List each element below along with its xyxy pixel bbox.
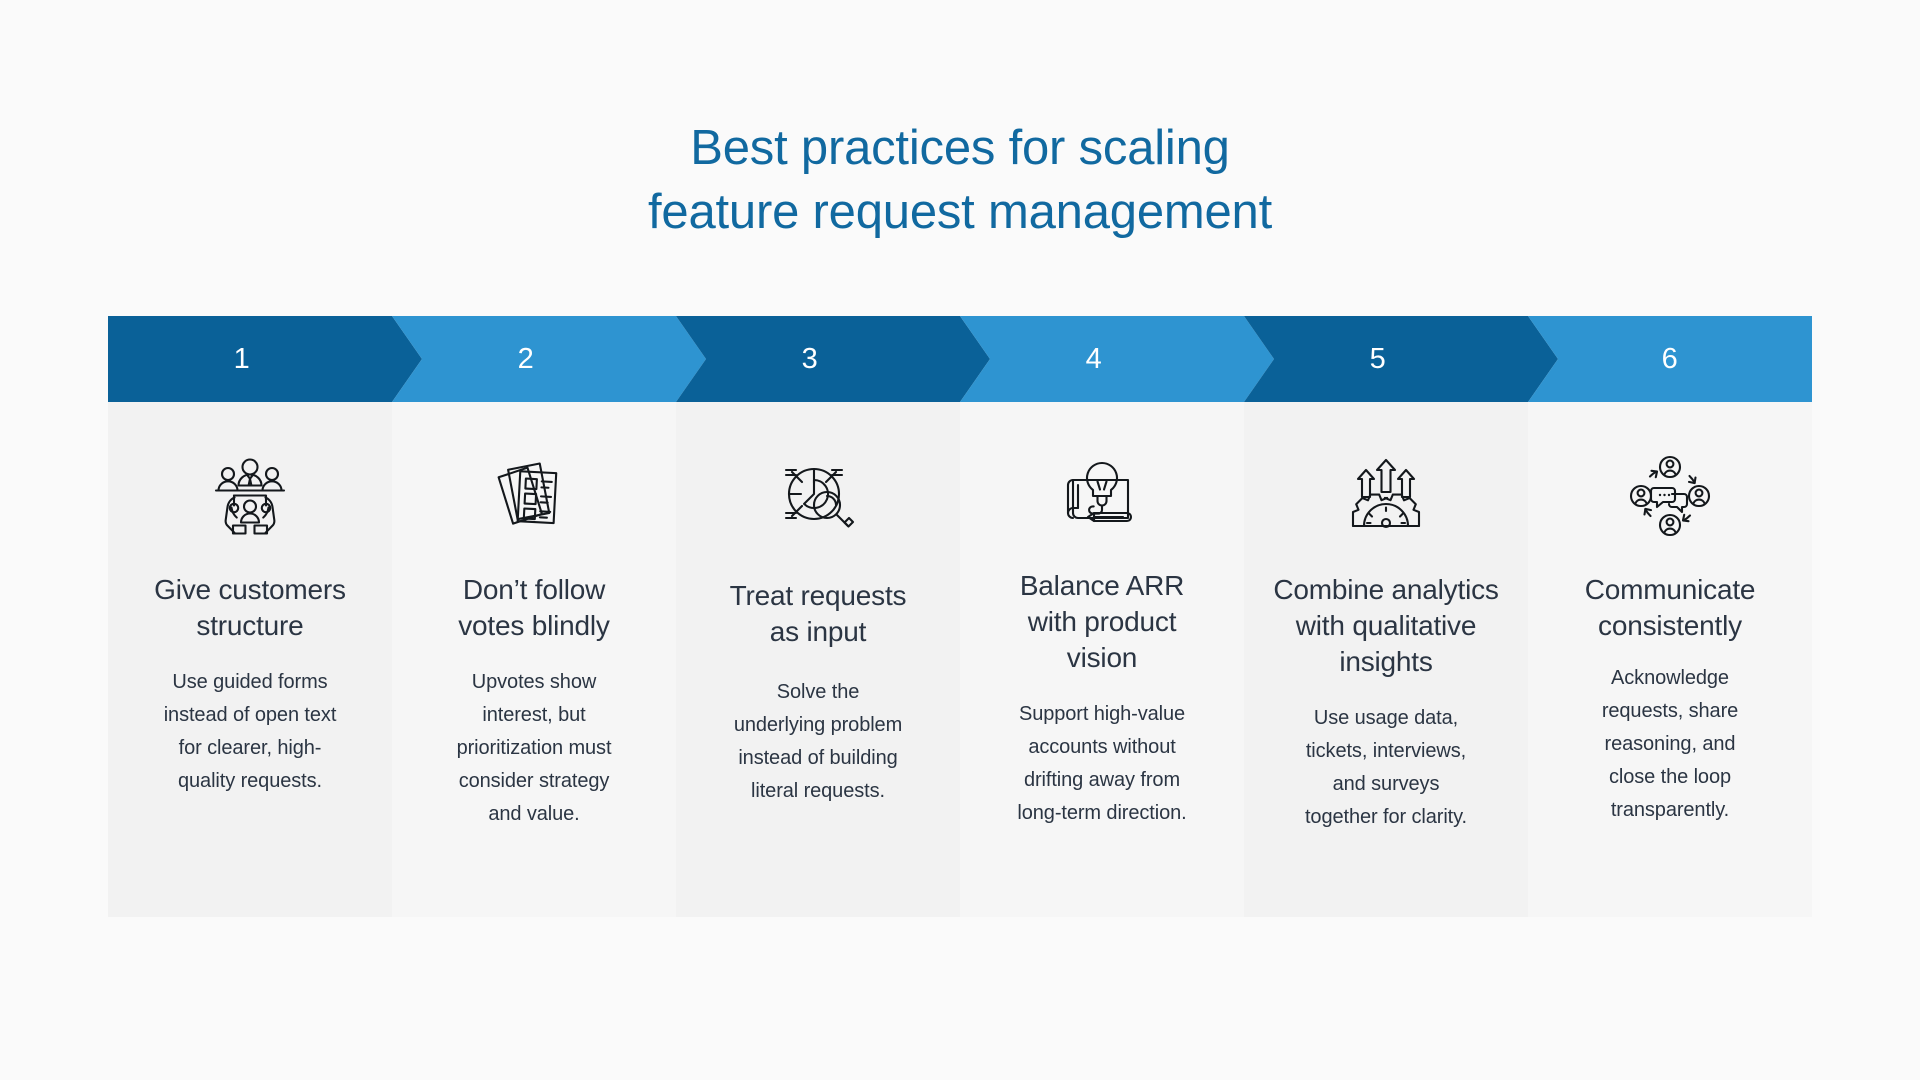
step-column-3[interactable]: 3 (676, 316, 990, 917)
step-text-2: Upvotes show interest, but prioritizatio… (456, 671, 612, 825)
step-title-1: Give customers structure (154, 574, 346, 641)
hands-holding-people-icon (204, 450, 296, 542)
chevron-shape-icon (1244, 316, 1558, 402)
step-number-5: 5 (1369, 342, 1387, 375)
step-body-4: Balance ARR with product vision Support … (960, 402, 1244, 917)
page-title-line-1: Best practices for scaling (690, 121, 1230, 175)
step-number-6: 6 (1661, 342, 1679, 375)
step-column-1[interactable]: 1 (108, 316, 422, 917)
step-title-4: Balance ARR with product vision (1019, 570, 1185, 673)
chevron-shape-icon (676, 316, 990, 402)
lightbulb-blueprint-pencil-icon (1056, 450, 1148, 542)
people-communication-loop-icon (1624, 450, 1716, 542)
chevron-shape-icon (392, 316, 706, 402)
stacked-survey-documents-icon (488, 450, 580, 542)
page-title-line-2: feature request management (647, 185, 1273, 239)
step-body-6: Communicate consistently Acknowledge req… (1528, 402, 1812, 917)
step-chevron-6[interactable]: 6 (1528, 316, 1812, 402)
step-title-5: Combine analytics with qualitative insig… (1273, 574, 1499, 677)
step-text-6: Acknowledge requests, share reasoning, a… (1601, 667, 1739, 821)
gauge-gear-growth-arrows-icon (1340, 450, 1432, 542)
chevron-shape-icon (1528, 316, 1812, 402)
step-chevron-4[interactable]: 4 (960, 316, 1274, 402)
step-column-6[interactable]: 6 (1528, 316, 1812, 917)
step-body-2: Don’t follow votes blindly Upvotes show … (392, 402, 676, 917)
step-column-4[interactable]: 4 (960, 316, 1274, 917)
step-text-1: Use guided forms instead of open text fo… (163, 671, 337, 792)
step-number-1: 1 (233, 342, 251, 375)
step-body-1: Give customers structure Use guided form… (108, 402, 392, 917)
step-text-3: Solve the underlying problem instead of … (733, 681, 903, 802)
step-column-2[interactable]: 2 (392, 316, 706, 917)
steps-board: 1 (108, 316, 1812, 917)
step-chevron-5[interactable]: 5 (1244, 316, 1558, 402)
step-number-4: 4 (1085, 342, 1103, 375)
step-title-3: Treat requests as input (729, 580, 907, 647)
step-column-5[interactable]: 5 (1244, 316, 1558, 917)
page-title: Best practices for scaling feature reque… (0, 116, 1920, 244)
step-title-2: Don’t follow votes blindly (458, 574, 610, 641)
step-body-3: Treat requests as input Solve the underl… (676, 402, 960, 917)
step-text-4: Support high-value accounts without drif… (1017, 703, 1187, 824)
pie-chart-magnifier-icon (772, 450, 864, 542)
chevron-shape-icon (960, 316, 1274, 402)
step-body-5: Combine analytics with qualitative insig… (1244, 402, 1528, 917)
step-number-3: 3 (801, 342, 819, 375)
step-title-6: Communicate consistently (1584, 574, 1756, 641)
step-chevron-3[interactable]: 3 (676, 316, 990, 402)
step-text-5: Use usage data, tickets, interviews, and… (1304, 707, 1468, 828)
chevron-shape-icon (108, 316, 422, 402)
step-chevron-2[interactable]: 2 (392, 316, 706, 402)
step-number-2: 2 (517, 342, 535, 375)
step-chevron-1[interactable]: 1 (108, 316, 422, 402)
